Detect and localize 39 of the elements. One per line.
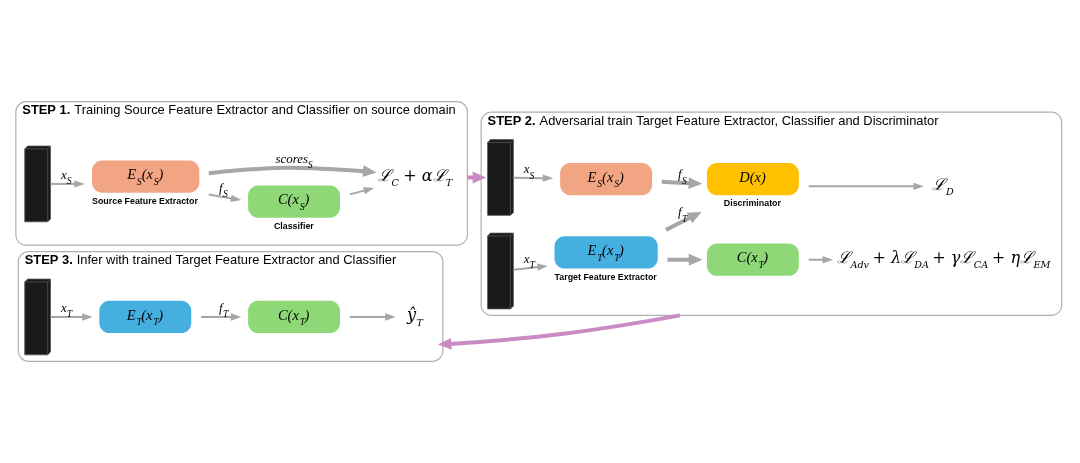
arrow [513,263,548,271]
arrow [667,253,703,266]
node-box: E$_{S}$(x$_{S}$) [92,160,200,193]
arrow [50,313,93,321]
edge-label: f$_{S}$ [219,180,228,200]
edge-label: x$_{T}$ [523,251,535,271]
arrow [513,174,554,182]
node-box: D(x) [706,162,799,196]
edge-label: x$_{S}$ [61,167,72,187]
arrow [50,180,85,188]
arrow [208,193,242,202]
arrow [661,177,703,190]
edge-label: x$_{S}$ [523,162,535,181]
node-label: Discriminator [723,198,781,209]
node-text: ℒ$_{D}$ [932,174,954,198]
node-box: E$_{T}$(x$_{T}$) [554,236,658,269]
arrow [665,211,702,232]
node-box: C(x$_{T}$) [706,243,799,276]
node-box: C(x$_{T}$) [248,300,340,334]
node-label: Classifier [273,220,314,231]
node-text: ℒ$_{Adv}$ + λℒ$_{DA}$ + γℒ$_{CA}$ + ηℒ$_{EM}$ [836,247,1051,271]
arrow [349,313,396,321]
node-box: E$_{T}$(x$_{T}$) [99,300,192,334]
node-label: Source Feature Extractor [92,195,198,206]
arrow [808,182,924,191]
node-label: Target Feature Extractor [554,271,657,282]
arrow [437,313,681,350]
edge-label: x$_{T}$ [61,300,73,320]
edge-label: f$_{T}$ [219,300,229,320]
edge-label: f$_{S}$ [677,167,687,186]
arrow [201,313,242,321]
arrow [808,256,834,264]
node-text: ℒ$_{C}$ + αℒ$_{T}$ [377,165,453,189]
arrow [208,165,377,178]
edge-label: f$_{T}$ [677,205,688,224]
node-box: C(x$_{S}$) [248,185,340,218]
edge-label: scores$_{S}$ [275,151,313,171]
node-box: E$_{S}$(x$_{S}$) [560,162,653,196]
node-text: ŷ$_{T}$ [406,305,424,328]
